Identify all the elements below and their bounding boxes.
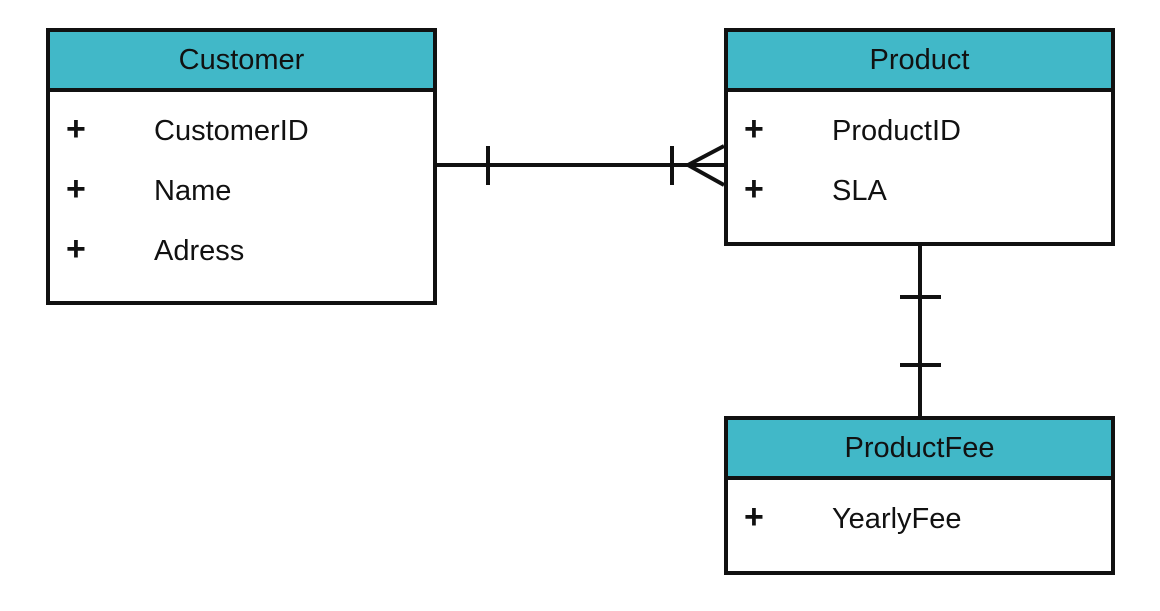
key-plus-icon: +: [66, 110, 86, 148]
attribute-list: + ProductID + SLA: [728, 92, 1111, 224]
key-plus-icon: +: [744, 498, 764, 536]
attribute-name: YearlyFee: [832, 503, 962, 535]
entity-header: ProductFee: [728, 420, 1111, 480]
attribute-name: ProductID: [832, 115, 961, 147]
attribute-row: + Name: [50, 164, 433, 224]
attribute-row: + CustomerID: [50, 104, 433, 164]
attribute-row: + ProductID: [728, 104, 1111, 164]
attribute-list: + CustomerID + Name + Adress: [50, 92, 433, 284]
attribute-row: + SLA: [728, 164, 1111, 224]
attribute-name: Name: [154, 175, 232, 207]
key-plus-icon: +: [66, 170, 86, 208]
entity-customer: Customer + CustomerID + Name + Adress: [46, 28, 437, 305]
attribute-row: + Adress: [50, 224, 433, 284]
crowfoot-lower-prong: [687, 163, 725, 187]
attribute-name: SLA: [832, 175, 887, 207]
entity-header: Product: [728, 32, 1111, 92]
attribute-list: + YearlyFee: [728, 480, 1111, 552]
attribute-name: CustomerID: [154, 115, 309, 147]
entity-productfee: ProductFee + YearlyFee: [724, 416, 1115, 575]
key-plus-icon: +: [744, 170, 764, 208]
key-plus-icon: +: [66, 230, 86, 268]
attribute-name: Adress: [154, 235, 245, 267]
entity-header: Customer: [50, 32, 433, 92]
crowfoot-upper-prong: [687, 144, 725, 167]
attribute-row: + YearlyFee: [728, 492, 1111, 552]
key-plus-icon: +: [744, 110, 764, 148]
entity-product: Product + ProductID + SLA: [724, 28, 1115, 246]
